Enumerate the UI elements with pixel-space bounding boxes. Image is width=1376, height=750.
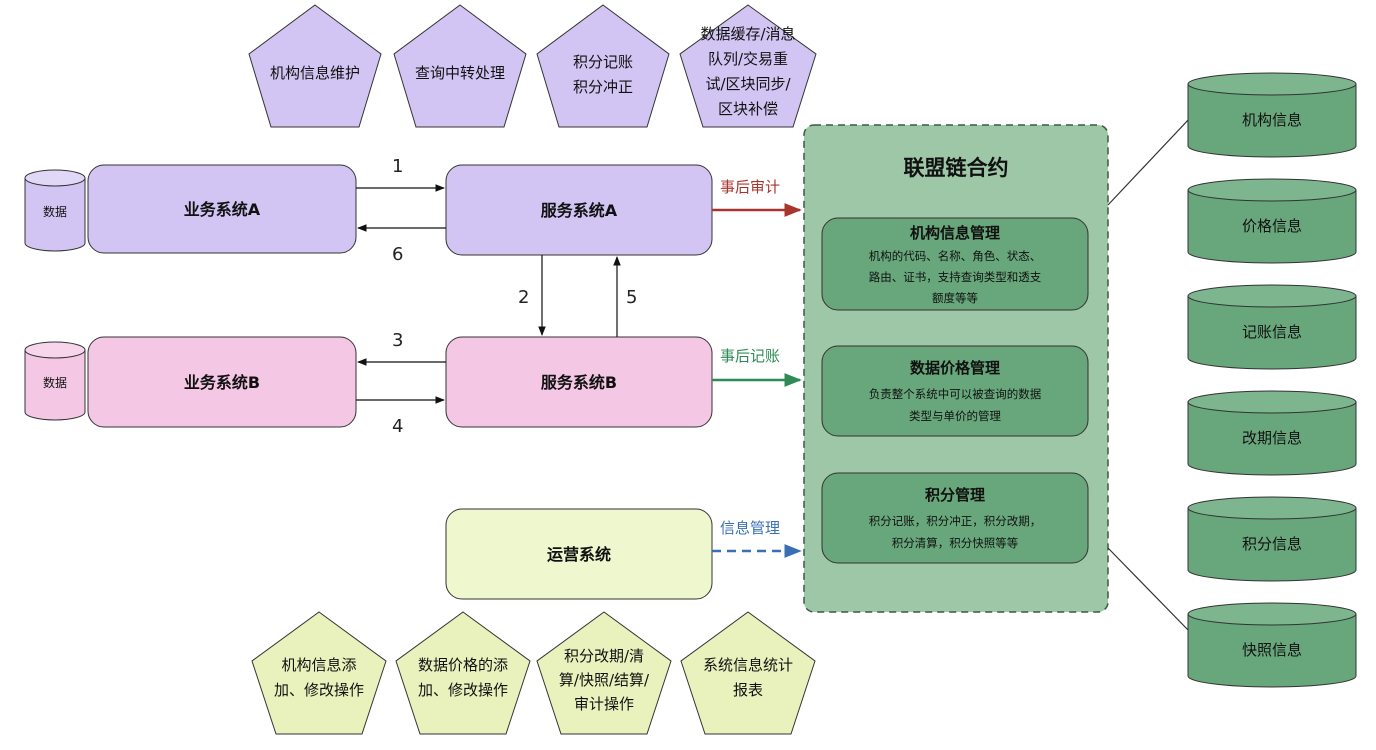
svg-text:算/快照/结算/: 算/快照/结算/ [559, 671, 650, 689]
top-pentagon-4-line4: 区块补偿 [718, 100, 778, 118]
bottom-pentagon-1: 机构信息添 加、修改操作 [251, 611, 387, 735]
storage-cylinder-label: 记账信息 [1242, 323, 1302, 341]
bottom-pentagon-4: 系统信息统计 报表 [680, 611, 816, 735]
top-pentagon-1-label: 机构信息维护 [270, 64, 360, 82]
top-pentagon-3-line1: 积分记账 [573, 53, 633, 71]
step-3-label: 3 [392, 330, 403, 351]
bracket-line-bottom [1107, 547, 1191, 633]
top-pentagon-4-line1: 数据缓存/消息 [700, 25, 795, 43]
step-4-label: 4 [392, 416, 403, 437]
storage-cylinder: 改期信息 [1187, 390, 1357, 476]
storage-cylinder: 记账信息 [1187, 284, 1357, 370]
info-label: 信息管理 [720, 519, 780, 537]
step-5-label: 5 [626, 287, 637, 308]
storage-cylinder: 价格信息 [1187, 178, 1357, 264]
svg-text:积分记账，积分冲正，积分改期，: 积分记账，积分冲正，积分改期， [869, 514, 1042, 528]
svg-text:机构的代码、名称、角色、状态、: 机构的代码、名称、角色、状态、 [869, 249, 1042, 263]
top-pentagon-1: 机构信息维护 [248, 4, 382, 128]
svg-text:机构信息管理: 机构信息管理 [910, 224, 1000, 242]
db-b-label: 数据 [43, 375, 67, 390]
db-cylinder-b: 数据 [24, 341, 86, 421]
svg-text:加、修改操作: 加、修改操作 [418, 681, 508, 699]
svg-text:报表: 报表 [733, 681, 763, 699]
svg-text:服务系统B: 服务系统B [541, 373, 617, 392]
biz-system-b: 业务系统B [87, 336, 357, 428]
top-pentagon-3: 积分记账 积分冲正 [536, 4, 670, 128]
contract-card-org: 机构信息管理 机构的代码、名称、角色、状态、 路由、证书，支持查询类型和透支 额… [821, 217, 1089, 311]
svg-text:积分管理: 积分管理 [925, 486, 985, 504]
svg-text:积分改期/清: 积分改期/清 [564, 647, 644, 665]
audit-label: 事后审计 [720, 178, 780, 196]
svg-text:路由、证书，支持查询类型和透支: 路由、证书，支持查询类型和透支 [869, 270, 1042, 284]
top-pentagon-4-line2: 队列/交易重 [708, 50, 788, 68]
svg-text:数据价格管理: 数据价格管理 [910, 359, 1000, 377]
svg-text:运营系统: 运营系统 [547, 545, 611, 564]
svg-text:额度等等: 额度等等 [932, 291, 978, 305]
db-a-label: 数据 [43, 204, 67, 219]
svg-text:积分清算，积分快照等等: 积分清算，积分快照等等 [892, 536, 1019, 550]
db-cylinder-a: 数据 [24, 169, 86, 252]
svg-text:审计操作: 审计操作 [574, 695, 634, 713]
top-pentagon-4: 数据缓存/消息 队列/交易重 试/区块同步/ 区块补偿 [679, 4, 817, 128]
step-2-label: 2 [518, 287, 529, 308]
storage-cylinder: 机构信息 [1187, 72, 1357, 158]
bottom-pentagon-3: 积分改期/清 算/快照/结算/ 审计操作 [536, 611, 672, 735]
alliance-contract: 联盟链合约 机构信息管理 机构的代码、名称、角色、状态、 路由、证书，支持查询类… [803, 124, 1109, 613]
step-1-label: 1 [392, 156, 403, 177]
svg-text:加、修改操作: 加、修改操作 [274, 681, 364, 699]
ops-system: 运营系统 [445, 508, 713, 600]
step-6-label: 6 [392, 244, 403, 265]
contract-title: 联盟链合约 [904, 156, 1009, 180]
bracket-line-top [1107, 117, 1191, 206]
storage-cylinder: 快照信息 [1187, 602, 1357, 688]
top-pentagon-2: 查询中转处理 [393, 4, 527, 128]
contract-card-points: 积分管理 积分记账，积分冲正，积分改期， 积分清算，积分快照等等 [821, 472, 1089, 564]
svg-text:业务系统B: 业务系统B [184, 373, 260, 392]
svc-system-b: 服务系统B [445, 336, 713, 428]
svg-text:服务系统A: 服务系统A [541, 201, 618, 220]
storage-cylinder-label: 快照信息 [1242, 641, 1302, 659]
storage-cylinder-label: 价格信息 [1242, 217, 1302, 235]
svc-system-a: 服务系统A [445, 164, 713, 256]
storage-cylinder-label: 改期信息 [1242, 429, 1302, 447]
top-pentagon-2-label: 查询中转处理 [415, 64, 505, 82]
record-label: 事后记账 [720, 347, 780, 365]
svg-text:负责整个系统中可以被查询的数据: 负责整个系统中可以被查询的数据 [869, 387, 1042, 401]
svg-text:业务系统A: 业务系统A [184, 200, 261, 219]
top-pentagon-3-line2: 积分冲正 [573, 78, 633, 96]
storage-cylinder-label: 机构信息 [1242, 111, 1302, 129]
bottom-pentagon-2: 数据价格的添 加、修改操作 [395, 611, 531, 735]
biz-system-a: 业务系统A [87, 164, 357, 254]
svg-text:类型与单价的管理: 类型与单价的管理 [909, 409, 1001, 423]
storage-cylinder-label: 积分信息 [1242, 535, 1302, 553]
svg-text:数据价格的添: 数据价格的添 [418, 656, 508, 674]
storage-cylinder: 积分信息 [1187, 496, 1357, 582]
top-pentagon-4-line3: 试/区块同步/ [705, 75, 791, 93]
svg-text:系统信息统计: 系统信息统计 [703, 656, 793, 674]
svg-text:机构信息添: 机构信息添 [281, 656, 356, 674]
contract-card-price: 数据价格管理 负责整个系统中可以被查询的数据 类型与单价的管理 [821, 345, 1089, 437]
